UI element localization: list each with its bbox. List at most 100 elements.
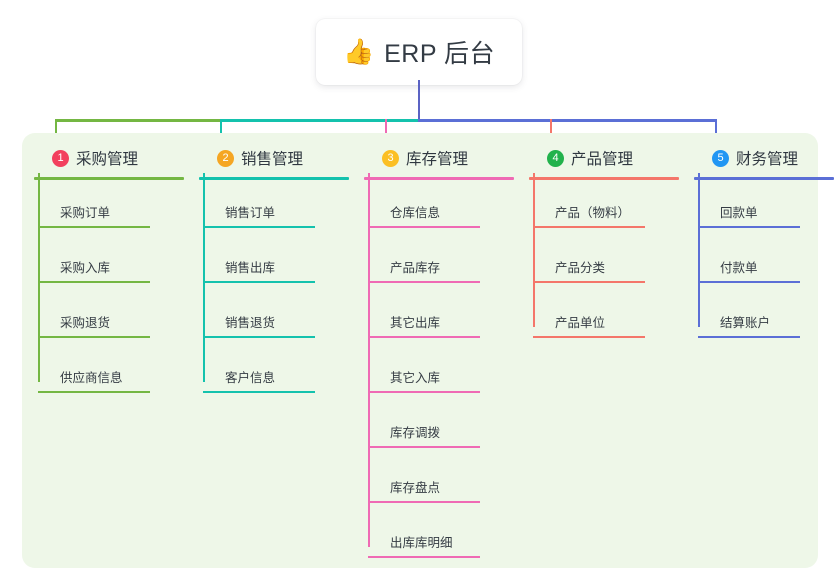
list-item-label: 产品（物料） bbox=[555, 206, 631, 220]
column-header-3[interactable]: 3 库存管理 bbox=[364, 146, 514, 170]
list-item-rule bbox=[368, 446, 480, 448]
list-item-label: 采购退货 bbox=[60, 316, 111, 330]
list-item-label: 采购订单 bbox=[60, 206, 111, 220]
column-badge-4: 4 bbox=[547, 149, 564, 167]
list-item[interactable]: 库存盘点 bbox=[364, 448, 514, 503]
list-item-rule bbox=[368, 501, 480, 503]
list-item[interactable]: 产品单位 bbox=[529, 283, 679, 338]
list-item[interactable]: 销售订单 bbox=[199, 173, 349, 228]
list-item-label: 其它入库 bbox=[390, 371, 441, 385]
column-badge-3: 3 bbox=[382, 149, 399, 167]
list-item[interactable]: 采购入库 bbox=[34, 228, 184, 283]
list-item-rule bbox=[203, 281, 315, 283]
list-item[interactable]: 付款单 bbox=[694, 228, 834, 283]
list-item-label: 客户信息 bbox=[225, 371, 276, 385]
column-2: 2 销售管理销售订单销售出库销售退货客户信息 bbox=[199, 146, 349, 393]
column-spine-1 bbox=[38, 173, 40, 382]
column-rule-2 bbox=[199, 177, 349, 180]
column-title-1: 采购管理 bbox=[76, 151, 139, 168]
list-item-label: 出库库明细 bbox=[390, 536, 453, 550]
column-spine-3 bbox=[368, 173, 370, 547]
column-items-5: 回款单付款单结算账户 bbox=[694, 173, 834, 338]
list-item[interactable]: 产品分类 bbox=[529, 228, 679, 283]
thumbs-up-icon: 👍 bbox=[342, 37, 375, 66]
column-items-3: 仓库信息产品库存其它出库其它入库库存调拨库存盘点出库库明细 bbox=[364, 173, 514, 558]
list-item-rule bbox=[203, 336, 315, 338]
list-item[interactable]: 产品（物料） bbox=[529, 173, 679, 228]
connector-root-stem bbox=[417, 80, 421, 122]
column-spine-4 bbox=[533, 173, 535, 327]
column-rule-5 bbox=[694, 177, 834, 180]
list-item-rule bbox=[368, 226, 480, 228]
list-item-label: 销售退货 bbox=[225, 316, 276, 330]
column-items-4: 产品（物料） 产品分类产品单位 bbox=[529, 173, 679, 338]
list-item-label: 产品库存 bbox=[390, 261, 441, 275]
list-item-label: 其它出库 bbox=[390, 316, 441, 330]
list-item-rule bbox=[698, 336, 800, 338]
list-item-rule bbox=[38, 281, 150, 283]
list-item[interactable]: 供应商信息 bbox=[34, 338, 184, 393]
column-badge-2: 2 bbox=[217, 149, 234, 167]
column-rule-1 bbox=[34, 177, 184, 180]
list-item-rule bbox=[698, 281, 800, 283]
root-title: ERP 后台 bbox=[384, 40, 496, 68]
list-item[interactable]: 库存调拨 bbox=[364, 393, 514, 448]
column-items-1: 采购订单采购入库采购退货供应商信息 bbox=[34, 173, 184, 393]
list-item[interactable]: 仓库信息 bbox=[364, 173, 514, 228]
column-items-2: 销售订单销售出库销售退货客户信息 bbox=[199, 173, 349, 393]
list-item[interactable]: 销售出库 bbox=[199, 228, 349, 283]
column-title-5: 财务管理 bbox=[736, 151, 799, 168]
list-item-rule bbox=[698, 226, 800, 228]
list-item[interactable]: 产品库存 bbox=[364, 228, 514, 283]
list-item-label: 库存调拨 bbox=[390, 426, 441, 440]
root-node[interactable]: 👍 ERP 后台 bbox=[316, 19, 522, 85]
column-title-3: 库存管理 bbox=[406, 151, 469, 168]
list-item-label: 仓库信息 bbox=[390, 206, 441, 220]
list-item[interactable]: 采购订单 bbox=[34, 173, 184, 228]
list-item-rule bbox=[38, 336, 150, 338]
column-title-2: 销售管理 bbox=[241, 151, 304, 168]
list-item-label: 结算账户 bbox=[720, 316, 771, 330]
list-item-rule bbox=[533, 336, 645, 338]
column-spine-2 bbox=[203, 173, 205, 382]
list-item-rule bbox=[368, 391, 480, 393]
list-item-label: 采购入库 bbox=[60, 261, 111, 275]
list-item-label: 回款单 bbox=[720, 206, 758, 220]
column-header-2[interactable]: 2 销售管理 bbox=[199, 146, 349, 170]
column-header-5[interactable]: 5 财务管理 bbox=[694, 146, 834, 170]
list-item-rule bbox=[368, 336, 480, 338]
list-item[interactable]: 采购退货 bbox=[34, 283, 184, 338]
connector-bus-blue bbox=[417, 119, 718, 122]
list-item[interactable]: 销售退货 bbox=[199, 283, 349, 338]
column-header-1[interactable]: 1 采购管理 bbox=[34, 146, 184, 170]
column-rule-3 bbox=[364, 177, 514, 180]
column-badge-1: 1 bbox=[52, 149, 69, 167]
list-item-rule bbox=[533, 281, 645, 283]
list-item[interactable]: 回款单 bbox=[694, 173, 834, 228]
column-rule-4 bbox=[529, 177, 679, 180]
list-item-rule bbox=[533, 226, 645, 228]
column-3: 3 库存管理仓库信息产品库存其它出库其它入库库存调拨库存盘点出库库明细 bbox=[364, 146, 514, 558]
list-item[interactable]: 其它入库 bbox=[364, 338, 514, 393]
connector-bus-green bbox=[54, 119, 221, 122]
list-item-rule bbox=[38, 391, 150, 393]
column-5: 5 财务管理回款单付款单结算账户 bbox=[694, 146, 834, 338]
list-item-label: 产品分类 bbox=[555, 261, 606, 275]
list-item[interactable]: 出库库明细 bbox=[364, 503, 514, 558]
list-item-rule bbox=[368, 281, 480, 283]
column-badge-5: 5 bbox=[712, 149, 729, 167]
list-item[interactable]: 客户信息 bbox=[199, 338, 349, 393]
list-item-label: 供应商信息 bbox=[60, 371, 123, 385]
list-item[interactable]: 其它出库 bbox=[364, 283, 514, 338]
list-item-rule bbox=[203, 391, 315, 393]
list-item-rule bbox=[368, 556, 480, 558]
column-1: 1 采购管理采购订单采购入库采购退货供应商信息 bbox=[34, 146, 184, 393]
list-item-label: 产品单位 bbox=[555, 316, 606, 330]
diagram-panel bbox=[22, 133, 818, 568]
list-item[interactable]: 结算账户 bbox=[694, 283, 834, 338]
list-item-label: 销售出库 bbox=[225, 261, 276, 275]
list-item-label: 库存盘点 bbox=[390, 481, 441, 495]
list-item-rule bbox=[203, 226, 315, 228]
